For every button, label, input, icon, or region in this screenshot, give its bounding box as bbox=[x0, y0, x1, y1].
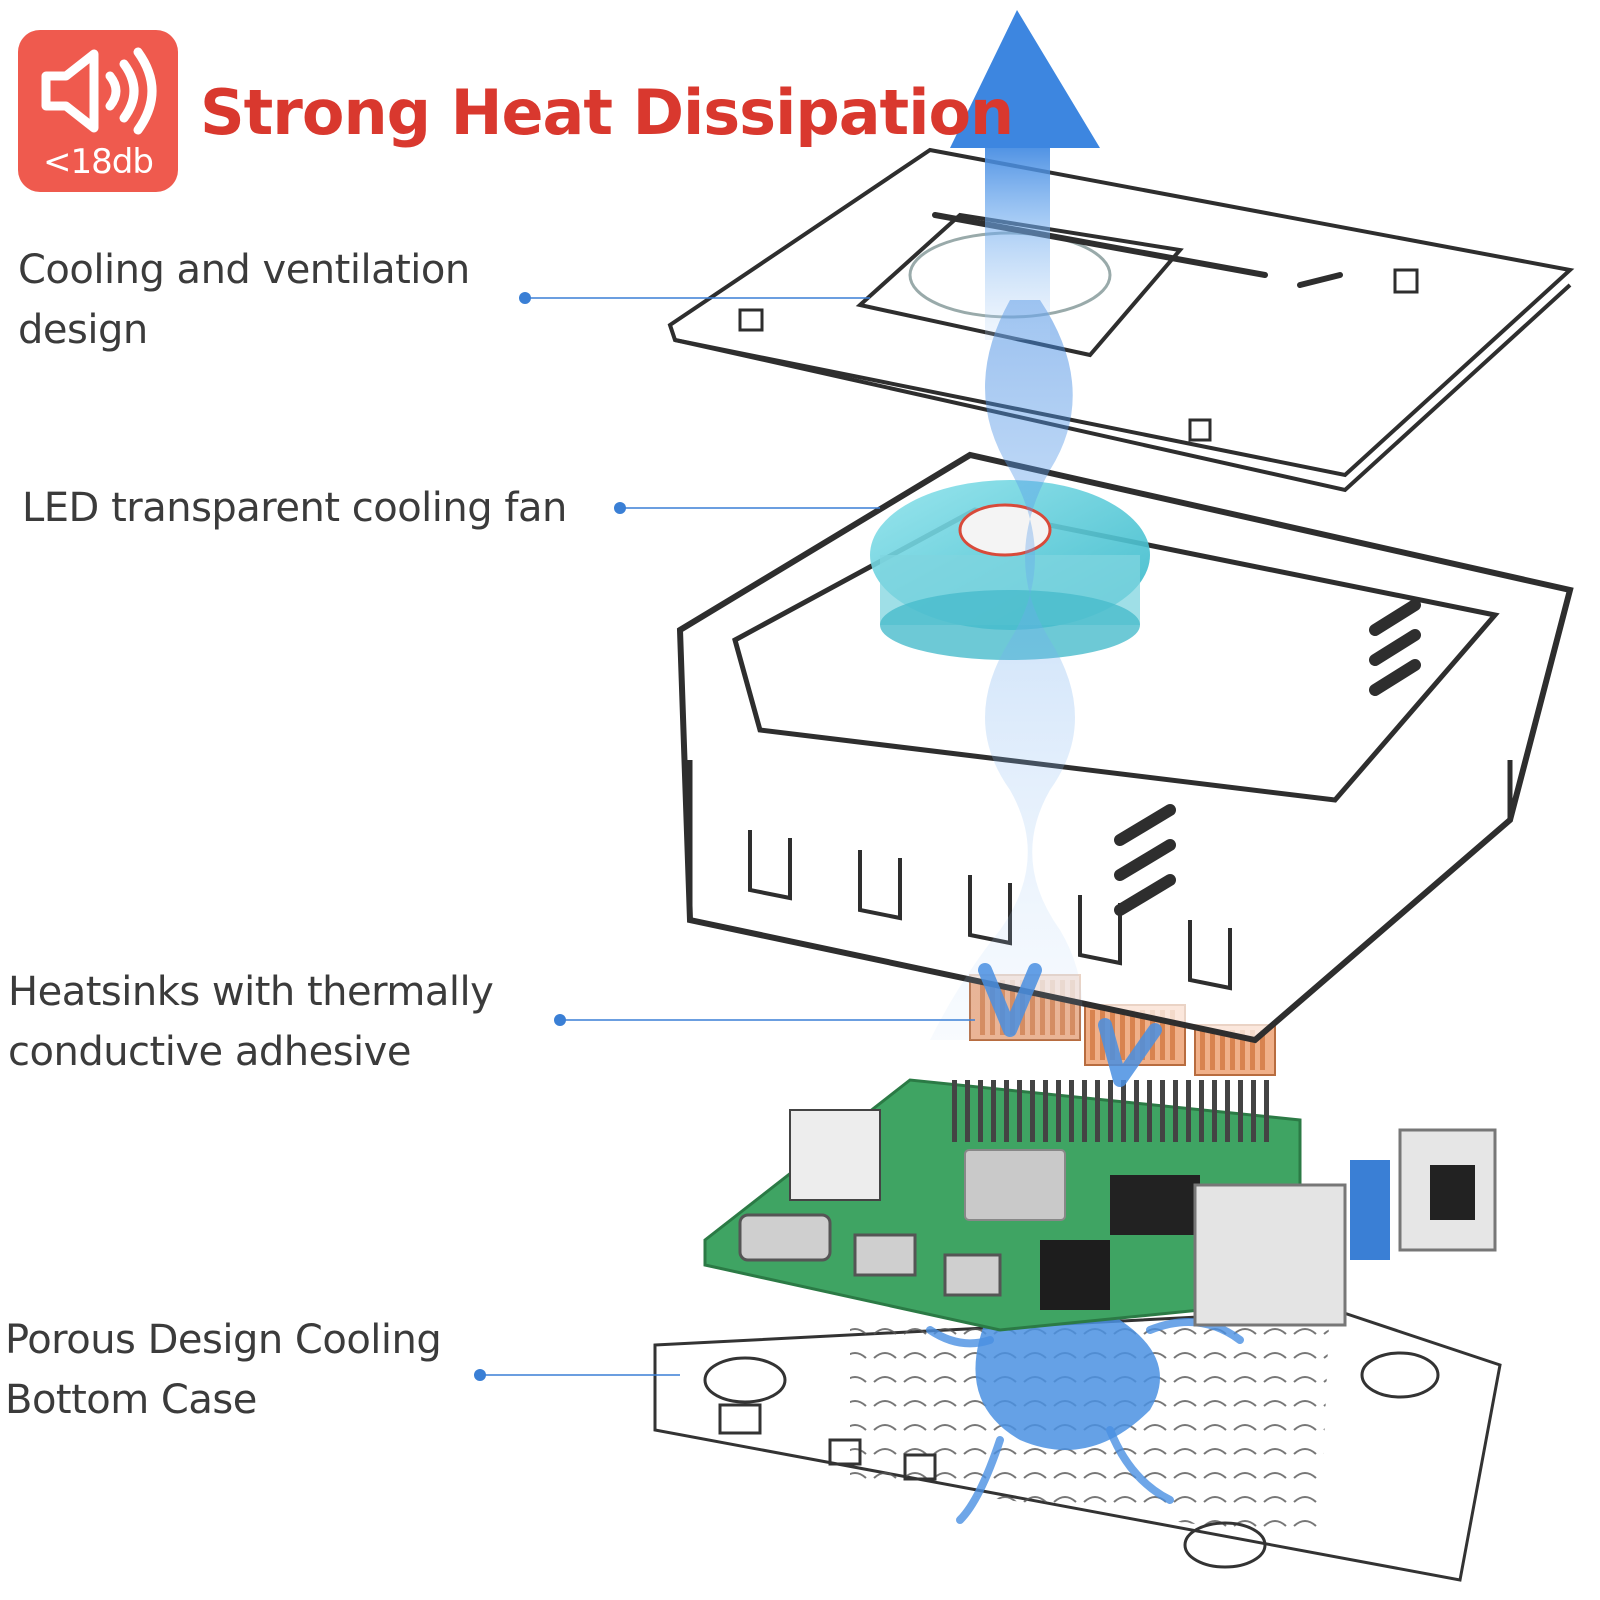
top-lid bbox=[667, 147, 1575, 493]
callout-ventilation: Cooling and ventilation design bbox=[18, 240, 470, 360]
noise-badge: <18db bbox=[18, 30, 178, 192]
callout-line: Bottom Case bbox=[5, 1377, 257, 1423]
callout-line: Porous Design Cooling bbox=[5, 1317, 442, 1363]
callout-bottom-case: Porous Design Cooling Bottom Case bbox=[5, 1310, 442, 1430]
noise-level-label: <18db bbox=[43, 142, 154, 182]
bottom-case-plate bbox=[653, 1297, 1502, 1582]
headline-title: Strong Heat Dissipation bbox=[200, 76, 1014, 149]
speaker-icon bbox=[41, 47, 157, 135]
airflow-arrows bbox=[930, 10, 1162, 1087]
callout-line: design bbox=[18, 307, 148, 353]
callout-fan: LED transparent cooling fan bbox=[22, 478, 567, 538]
callout-line: Heatsinks with thermally bbox=[8, 969, 494, 1015]
callout-line: LED transparent cooling fan bbox=[22, 485, 567, 531]
leader-lines bbox=[474, 292, 975, 1381]
circuit-board bbox=[703, 1078, 1497, 1332]
callout-line: Cooling and ventilation bbox=[18, 247, 470, 293]
callout-line: conductive adhesive bbox=[8, 1029, 411, 1075]
cooling-fan bbox=[870, 480, 1150, 660]
callout-heatsinks: Heatsinks with thermally conductive adhe… bbox=[8, 962, 494, 1082]
